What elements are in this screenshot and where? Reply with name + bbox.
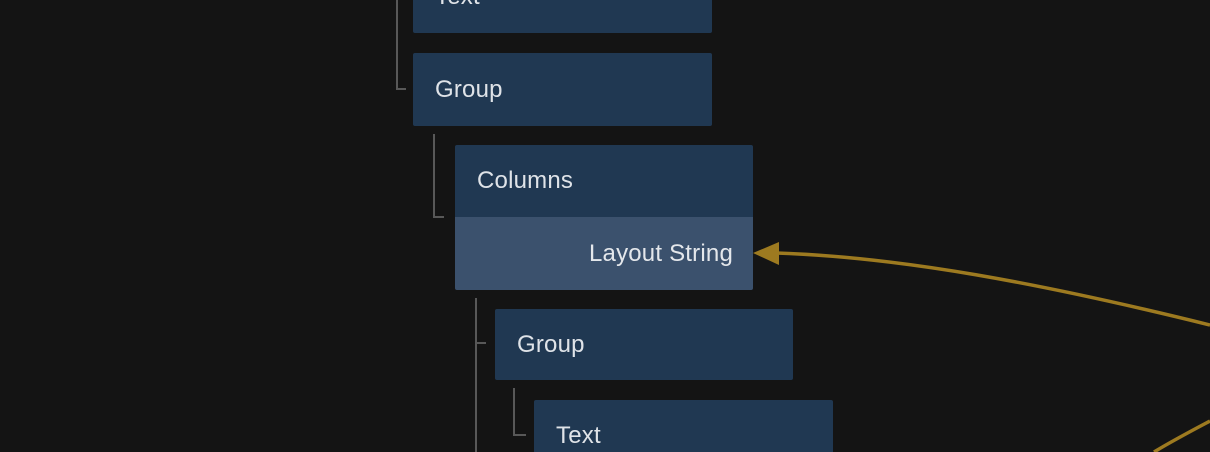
tree-node-group-child[interactable]: Group [495,309,793,380]
node-columns-header[interactable]: Columns [455,145,753,217]
wire-to-layout-string[interactable] [775,251,1210,327]
tree-node-columns: Columns Layout String [455,145,753,290]
node-input-port-layout-string[interactable]: Layout String [455,217,753,290]
node-label: Group [517,330,585,358]
node-label: Group [435,75,503,103]
tree-elbow-group-top [396,0,406,90]
tree-node-text-top[interactable]: Text [413,0,712,33]
port-label: Layout String [588,239,733,267]
node-label: Columns [477,167,574,194]
wire-arrowhead-icon [753,242,779,265]
node-label: Text [413,0,480,11]
tree-node-group-top[interactable]: Group [413,53,712,126]
tree-elbow-columns [433,134,444,218]
wire-bottom-right[interactable] [1153,419,1210,452]
tree-node-text-child[interactable]: Text [534,400,833,452]
tree-elbow-text-child [513,388,526,436]
node-label: Text [556,422,601,449]
